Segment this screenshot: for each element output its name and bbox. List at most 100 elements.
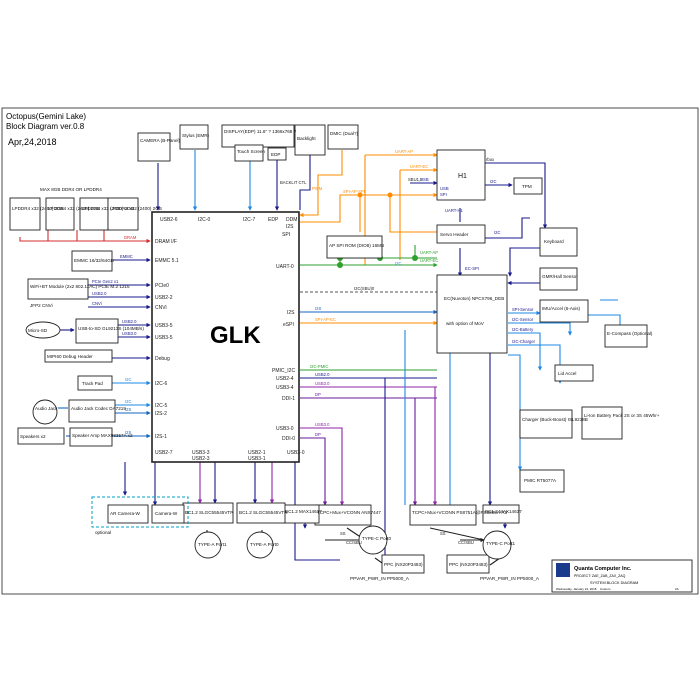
svg-text:TCPC+Mux+VCONN ANX7447: TCPC+Mux+VCONN ANX7447: [317, 510, 381, 515]
svg-text:USB: USB: [420, 177, 429, 182]
svg-text:Wednesday, January 24, 2018: Wednesday, January 24, 2018: [556, 587, 597, 591]
svg-text:DDI-0: DDI-0: [282, 436, 295, 442]
ppc-left-block: [381, 554, 425, 574]
svg-text:SPI-AP-SPI: SPI-AP-SPI: [343, 189, 365, 194]
battery-block: [581, 406, 623, 440]
svg-text:BC1.2 SLGC55545VTR: BC1.2 SLGC55545VTR: [185, 510, 234, 515]
ar-camera-block: [107, 504, 149, 524]
svg-text:Lid Accel: Lid Accel: [558, 371, 576, 376]
lid-accel-block: [554, 364, 594, 382]
ap-spi-rom-block: [326, 235, 383, 259]
svg-text:CC/SBU: CC/SBU: [458, 540, 474, 545]
svg-text:I2S: I2S: [286, 224, 294, 230]
svg-text:Servo Header: Servo Header: [440, 232, 469, 237]
sheet-border: [1, 107, 699, 595]
lpddr4-block-1: [45, 197, 75, 231]
svg-text:CAMERA (B-Panel): CAMERA (B-Panel): [140, 138, 181, 143]
charger-block: [519, 409, 573, 439]
bc-left-block: [282, 504, 320, 524]
wire-spi-ap: [300, 194, 410, 223]
svg-text:PMIC RT5077A: PMIC RT5077A: [524, 478, 557, 483]
svg-text:TYPE-C Port1: TYPE-C Port1: [486, 541, 516, 546]
svg-text:USB3-1: USB3-1: [248, 456, 266, 462]
tcpc-left-block: [314, 504, 372, 526]
svg-text:AR Camera-W: AR Camera-W: [110, 511, 141, 516]
svg-text:Backlight: Backlight: [297, 136, 316, 141]
svg-text:Charger (Buck-Boost) ISL9238B: Charger (Buck-Boost) ISL9238B: [522, 417, 588, 422]
svg-text:LPDDR4 x32 (2400) 2GB: LPDDR4 x32 (2400) 2GB: [48, 206, 100, 211]
mipi-debug-block: [44, 349, 113, 363]
svg-text:MAX 8GB DDR4 OR LPDDR4: MAX 8GB DDR4 OR LPDDR4: [40, 187, 102, 192]
svg-text:USB3-5: USB3-5: [155, 323, 173, 329]
svg-text:EC(Nuvoton) NPCX796_DEB: EC(Nuvoton) NPCX796_DEB: [444, 296, 504, 301]
soc-port-labels: DRAM I/F EMMC 5.1 PCIe0 USB2-2 CNVi USB3…: [155, 217, 305, 462]
svg-text:TYPE-A Port0: TYPE-A Port0: [250, 542, 279, 547]
wire-layer: [19, 150, 621, 566]
block-labels: CAMERA (B-Panel) Stylus (EMR) DISPLAY(ED…: [12, 129, 660, 581]
svg-text:rbox: rbox: [486, 157, 495, 162]
title-line2: Block Diagram ver.0.8: [6, 122, 85, 131]
signal-labels: DRAM EMMC PCIe Gen2 x1 USB2.0 CNVi USB2.…: [92, 149, 536, 545]
camera-w-block: [151, 504, 185, 524]
svg-text:CNVi: CNVi: [155, 305, 167, 311]
svg-text:MIPI60 Debug Header: MIPI60 Debug Header: [47, 354, 93, 359]
svg-text:EDP: EDP: [271, 152, 280, 157]
tpm-block: [513, 177, 543, 195]
svg-text:I2C: I2C: [494, 230, 501, 235]
typea0-connector: [194, 531, 222, 559]
svg-text:USB2.0: USB2.0: [92, 291, 107, 296]
lpddr4-block-2: [79, 197, 109, 231]
block-layer: [9, 124, 693, 593]
svg-text:PPVAR_PWR_IN PP5000_A: PPVAR_PWR_IN PP5000_A: [480, 576, 540, 581]
svg-text:DRAM: DRAM: [124, 235, 137, 240]
microsd-connector: [25, 321, 61, 339]
svg-text:USB3-0: USB3-0: [276, 426, 294, 432]
svg-text:LPDDR4 x32 (2400) 2GB: LPDDR4 x32 (2400) 2GB: [82, 206, 134, 211]
usb-to-sd-block: [75, 318, 119, 344]
redriver1-block: [236, 502, 286, 524]
svg-text:I2C-Sensor: I2C-Sensor: [512, 317, 534, 322]
svg-text:TPM: TPM: [522, 184, 532, 189]
typec0-connector: [358, 525, 388, 555]
svg-text:TYPE-C Port0: TYPE-C Port0: [362, 536, 392, 541]
svg-text:I2S: I2S: [125, 407, 131, 412]
svg-text:E-Compass (Optional): E-Compass (Optional): [607, 331, 653, 336]
svg-text:PROJECT: ZAE_ZAB_ZAX_ZAQ: PROJECT: ZAE_ZAB_ZAX_ZAQ: [574, 574, 626, 578]
svg-text:SYSTEM BLOCK DIAGRAM: SYSTEM BLOCK DIAGRAM: [590, 581, 638, 585]
svg-text:USB2.0: USB2.0: [315, 372, 330, 377]
svg-text:I2C-Battery: I2C-Battery: [512, 327, 534, 332]
svg-text:EDP: EDP: [268, 217, 279, 223]
camera-block: [137, 132, 171, 162]
svg-text:USB2-6: USB2-6: [160, 217, 178, 223]
svg-text:DDI-1: DDI-1: [282, 396, 295, 402]
svg-text:BC1.2 MAX14637: BC1.2 MAX14637: [485, 509, 522, 514]
svg-text:I2S-2: I2S-2: [155, 411, 167, 417]
svg-text:Camera-W: Camera-W: [155, 511, 178, 516]
bc-right-block: [482, 504, 520, 524]
title-line1: Octopus(Gemini Lake): [6, 112, 86, 121]
stylus-block: [179, 124, 209, 150]
svg-text:CNVi: CNVi: [92, 301, 102, 306]
title-block-frame: [551, 559, 693, 593]
svg-text:PWM: PWM: [312, 186, 323, 191]
h1-block: [436, 149, 486, 201]
svg-text:EC-SPI: EC-SPI: [465, 266, 479, 271]
svg-text:Li-Ion Battery Pack 2S or 3S 4: Li-Ion Battery Pack 2S or 3S 45Whr+: [584, 413, 660, 418]
svg-text:I2C-0: I2C-0: [198, 217, 210, 223]
title-block: Quanta Computer Inc. PROJECT: ZAE_ZAB_ZA…: [556, 563, 679, 591]
svg-text:USB3-3: USB3-3: [192, 450, 210, 456]
svg-text:USB-to-SD GL9213S (104MB/s): USB-to-SD GL9213S (104MB/s): [78, 326, 144, 331]
svg-text:JFP2 CNVi: JFP2 CNVi: [30, 303, 53, 308]
backlight-block: [294, 124, 326, 156]
lpddr4-block-0: [9, 197, 41, 231]
svg-text:SPI-AP-EC: SPI-AP-EC: [315, 317, 336, 322]
svg-text:UART-0: UART-0: [276, 264, 294, 270]
ppc-right-block: [446, 554, 490, 574]
svg-text:DRAM I/F: DRAM I/F: [155, 239, 177, 245]
svg-text:USB2-7: USB2-7: [155, 450, 173, 456]
svg-text:Debug: Debug: [155, 356, 170, 362]
svg-text:PPC (NX20P3483): PPC (NX20P3483): [384, 562, 423, 567]
svg-text:BACKLIT CTL: BACKLIT CTL: [280, 180, 307, 185]
svg-text:PMIC_I2C: PMIC_I2C: [272, 368, 295, 374]
svg-text:I2S: I2S: [287, 310, 295, 316]
